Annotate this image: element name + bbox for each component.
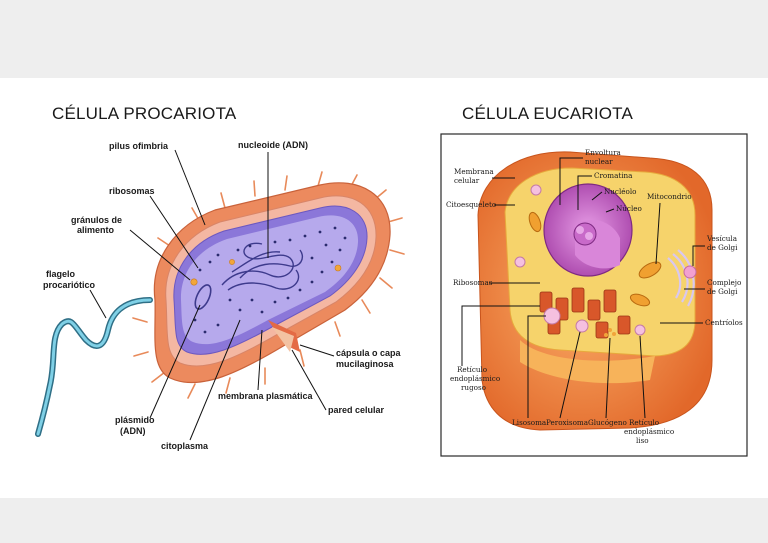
label-golgi-complex-line1: Complejo	[707, 278, 741, 287]
label-capsule-line1: cápsula o capa	[336, 348, 402, 358]
label-rough-er-line1: Retículo	[457, 365, 487, 374]
flagellum	[38, 300, 150, 434]
label-membrane-line1: Membrana	[454, 167, 494, 176]
label-granules-line1: gránulos de	[71, 215, 122, 225]
label-plasmid-line1: plásmido	[115, 415, 155, 425]
label-granules-line2: alimento	[77, 225, 115, 235]
label-membrane-line2: celular	[454, 176, 480, 185]
label-nucleus: Núcleo	[616, 204, 642, 213]
label-capsule-line2: mucilaginosa	[336, 359, 395, 369]
label-euk-ribosomes: Ribosomas	[453, 278, 493, 287]
label-nucleoid: nucleoide (ADN)	[238, 140, 308, 150]
label-wall: pared celular	[328, 405, 385, 415]
label-nucleolus: Nucléolo	[604, 187, 636, 196]
label-rough-er-line2: endoplásmico	[450, 374, 500, 383]
label-rough-er-line3: rugoso	[461, 383, 486, 392]
label-chromatin: Cromatina	[594, 171, 633, 180]
label-golgi-vesicle-line1: Vesícula	[706, 234, 738, 243]
label-envelope-line2: nuclear	[585, 157, 613, 166]
label-plasmid-line2: (ADN)	[120, 426, 146, 436]
label-flagellum-line1: flagelo	[46, 269, 76, 279]
label-peroxisome: Peroxisoma	[546, 418, 589, 427]
label-cytoplasm: citoplasma	[161, 441, 209, 451]
nucleolus	[574, 223, 596, 245]
label-smooth-er-line3: liso	[636, 436, 649, 445]
label-cytoskeleton: Citoesqueleto	[446, 200, 496, 209]
label-smooth-er-line1: Retículo	[629, 418, 659, 427]
label-pilus: pilus ofimbria	[109, 141, 169, 151]
label-mitochondrion: Mitocondrio	[647, 192, 692, 201]
label-glycogen: Glucógeno	[588, 418, 627, 427]
label-envelope-line1: Envoltura	[585, 148, 622, 157]
label-golgi-complex-line2: de Golgi	[707, 287, 738, 296]
label-centrioles: Centríolos	[705, 318, 743, 327]
label-membrane: membrana plasmática	[218, 391, 314, 401]
label-flagellum-line2: procariótico	[43, 280, 96, 290]
label-golgi-vesicle-line2: de Golgi	[707, 243, 738, 252]
label-smooth-er-line2: endoplásmico	[624, 427, 674, 436]
label-lysosome: Lisosoma	[512, 418, 547, 427]
label-ribosomes: ribosomas	[109, 186, 155, 196]
